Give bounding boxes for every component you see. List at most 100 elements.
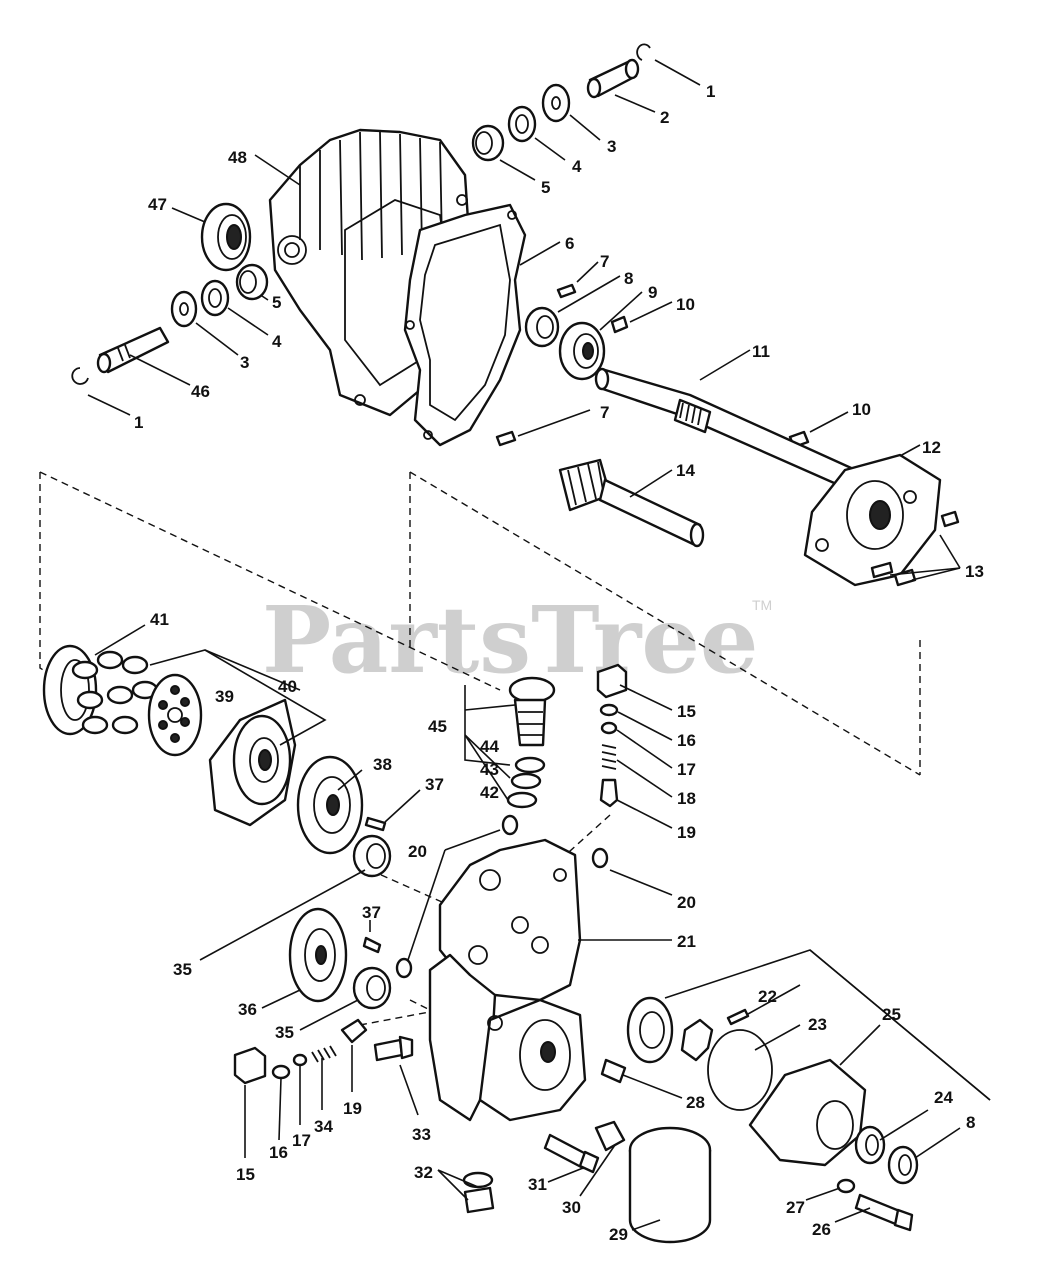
callout-14: 14 xyxy=(676,461,695,480)
callout-41: 41 xyxy=(150,610,169,629)
part-35-bearing-upper xyxy=(352,834,392,878)
part-1-retaining-ring-top xyxy=(636,43,651,61)
callout-17-top: 17 xyxy=(677,760,696,779)
callout-13: 13 xyxy=(965,562,984,581)
callout-1-left: 1 xyxy=(134,413,143,432)
part-27-washer xyxy=(836,1178,856,1194)
callout-10-upper: 10 xyxy=(676,295,695,314)
callout-35-lower: 35 xyxy=(275,1023,294,1042)
part-11-output-shaft xyxy=(594,367,862,492)
part-22-gerotor-inner xyxy=(680,1018,714,1062)
part-7-pin-upper xyxy=(556,283,577,299)
callout-36: 36 xyxy=(238,1000,257,1019)
part-20-screw-c xyxy=(395,957,413,979)
part-16-washer-bottom xyxy=(271,1064,291,1080)
callout-20-left: 20 xyxy=(408,842,427,861)
callout-4-left: 4 xyxy=(272,332,282,351)
part-18-spring xyxy=(601,744,617,770)
part-16-washer-top xyxy=(599,703,619,717)
dashed-alignment-lines xyxy=(39,471,921,1026)
leader-lines xyxy=(87,59,991,1231)
callout-26: 26 xyxy=(812,1220,831,1239)
callout-20-right: 20 xyxy=(677,893,696,912)
part-32-washer xyxy=(462,1171,494,1189)
part-43-o-ring xyxy=(510,772,542,790)
callout-30: 30 xyxy=(562,1198,581,1217)
callout-47: 47 xyxy=(148,195,167,214)
part-15-plug-top xyxy=(596,663,628,699)
callout-37-upper: 37 xyxy=(425,775,444,794)
callout-46: 46 xyxy=(191,382,210,401)
callout-7-lower: 7 xyxy=(600,403,609,422)
callout-3-left: 3 xyxy=(240,353,249,372)
part-35-bearing-lower xyxy=(352,966,392,1010)
callout-8-bottom: 8 xyxy=(966,1113,975,1132)
callout-4-top: 4 xyxy=(572,157,582,176)
part-37-pin-upper xyxy=(364,816,387,832)
part-25-charge-pump-cover xyxy=(748,1058,867,1167)
callout-48: 48 xyxy=(228,148,247,167)
callout-31: 31 xyxy=(528,1175,547,1194)
part-4-seal-top xyxy=(507,105,537,143)
callout-12: 12 xyxy=(922,438,941,457)
part-30-fitting xyxy=(594,1120,626,1152)
callout-16-top: 16 xyxy=(677,731,696,750)
part-15-plug-bottom xyxy=(233,1046,267,1085)
callout-23: 23 xyxy=(808,1015,827,1034)
part-45-valve-assembly xyxy=(508,676,556,747)
part-40-cylinder-block xyxy=(208,698,297,827)
callout-3-top: 3 xyxy=(607,137,616,156)
part-21-center-section xyxy=(428,838,587,1122)
callout-18: 18 xyxy=(677,789,696,808)
part-22-key xyxy=(726,1008,750,1026)
part-39-valve-plate xyxy=(147,673,203,757)
watermark-trademark: TM xyxy=(752,597,772,613)
part-31-bolt xyxy=(543,1133,600,1174)
part-3-washer-top xyxy=(541,83,571,123)
part-23-o-ring xyxy=(707,1029,773,1111)
part-5-needle-bearing-left xyxy=(235,263,269,301)
callout-44: 44 xyxy=(480,737,499,756)
part-38-valve-plate xyxy=(296,755,364,855)
callout-40: 40 xyxy=(278,677,297,696)
callout-25: 25 xyxy=(882,1005,901,1024)
part-34-spring xyxy=(311,1045,337,1063)
callout-17-bottom: 17 xyxy=(292,1131,311,1150)
part-14-pinion-shaft xyxy=(558,458,705,548)
callout-39: 39 xyxy=(215,687,234,706)
callout-2: 2 xyxy=(660,108,669,127)
callout-15-top: 15 xyxy=(677,702,696,721)
part-12-cover xyxy=(803,453,942,587)
part-8-bearing-top xyxy=(524,306,560,348)
callout-35-upper: 35 xyxy=(173,960,192,979)
callout-34: 34 xyxy=(314,1117,333,1136)
part-24-bearing xyxy=(854,1125,886,1165)
callout-22: 22 xyxy=(758,987,777,1006)
callout-11: 11 xyxy=(752,342,770,361)
callout-32: 32 xyxy=(414,1163,433,1182)
part-22-gerotor-outer xyxy=(626,996,674,1064)
part-2-pin xyxy=(586,58,640,99)
callout-1-top: 1 xyxy=(706,82,715,101)
callout-19-bottom: 19 xyxy=(343,1099,362,1118)
part-6-gasket xyxy=(403,203,527,447)
callout-labels: 1 2 3 4 5 48 47 5 4 3 46 1 6 7 8 9 10 11… xyxy=(134,82,984,1244)
callout-43: 43 xyxy=(480,760,499,779)
part-47-bearing xyxy=(200,202,252,272)
part-7-pin-lower xyxy=(495,430,517,447)
callout-6: 6 xyxy=(565,234,574,253)
part-36-valve-plate xyxy=(288,907,348,1003)
part-28-bolt xyxy=(600,1058,627,1084)
callout-24: 24 xyxy=(934,1088,953,1107)
callout-7-upper: 7 xyxy=(600,252,609,271)
part-33-bolt xyxy=(373,1035,414,1062)
callout-42: 42 xyxy=(480,783,499,802)
callout-5-left: 5 xyxy=(272,293,281,312)
part-17-washer-top xyxy=(600,721,618,735)
part-20-screw-a xyxy=(501,814,519,836)
part-19-poppet-bottom xyxy=(340,1018,368,1044)
part-26-bolt xyxy=(854,1193,914,1232)
part-42-o-ring xyxy=(506,791,538,809)
part-39-pistons xyxy=(71,650,159,735)
callout-15-bottom: 15 xyxy=(236,1165,255,1184)
